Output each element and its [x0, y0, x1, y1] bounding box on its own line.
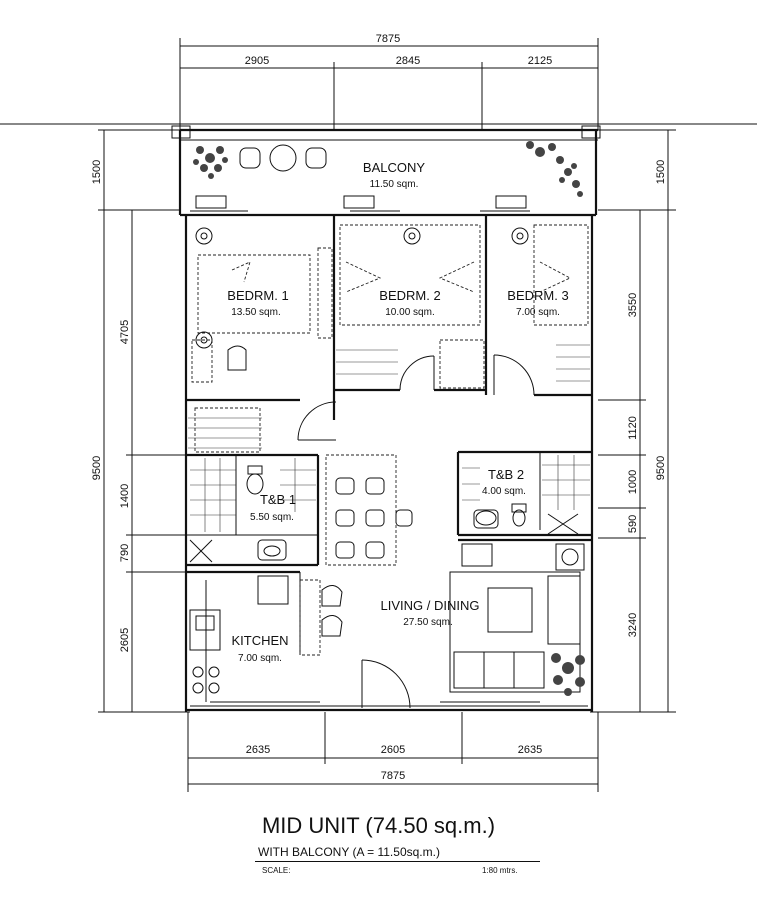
dim-right-living: 3240	[627, 613, 639, 637]
title-underline	[255, 861, 540, 862]
living-dining: LIVING / DINING 27.50 sqm.	[321, 454, 592, 709]
dim-right-total: 9500	[655, 456, 667, 480]
bedroom-3-area: 7.00 sqm.	[516, 307, 560, 318]
wardrobe-bedroom-2	[336, 349, 398, 375]
balcony: BALCONY 11.50 sqm.	[171, 125, 601, 215]
dim-left-upper: 4705	[119, 320, 131, 344]
bedroom-2: BEDRM. 2 10.00 sqm.	[334, 215, 488, 395]
plan-subtitle: WITH BALCONY (A = 11.50sq.m.)	[258, 845, 440, 859]
plant-balcony-right	[526, 141, 583, 197]
dimension-right: 1500 3550 1120 9500 1000 590 3240	[590, 129, 676, 713]
dim-right-hall: 1120	[627, 416, 639, 440]
bedroom-facade	[180, 195, 596, 217]
bedroom-3: BEDRM. 3 7.00 sqm.	[493, 224, 592, 397]
dim-left-total: 9500	[91, 456, 103, 480]
wardrobe-bedroom-3	[556, 344, 590, 382]
tb1-area: 5.50 sqm.	[250, 512, 294, 523]
dimension-bottom: 2635 2605 2635 7875	[187, 712, 599, 792]
dim-bottom-seg-3: 2635	[518, 744, 542, 756]
outer-walls	[184, 215, 594, 712]
living-label: LIVING / DINING	[381, 598, 480, 613]
bedroom-2-area: 10.00 sqm.	[385, 307, 434, 318]
bedroom-3-label: BEDRM. 3	[507, 288, 568, 303]
dim-bottom-total: 7875	[381, 770, 405, 782]
dim-top-total: 7875	[376, 33, 400, 45]
dim-left-bath: 1400	[119, 484, 131, 508]
tb2-area: 4.00 sqm.	[482, 486, 526, 497]
balcony-area: 11.50 sqm.	[370, 179, 419, 190]
scale-label: SCALE:	[262, 866, 291, 875]
dining-set	[325, 454, 413, 566]
plan-title: MID UNIT (74.50 sq.m.)	[261, 813, 496, 838]
kitchen: KITCHEN 7.00 sqm.	[186, 570, 321, 702]
dim-right-bath: 1000	[627, 470, 639, 494]
wardrobe-bedroom-1	[188, 417, 262, 449]
toilet-bath-2: T&B 2 4.00 sqm.	[456, 450, 592, 537]
kitchen-label: KITCHEN	[231, 633, 288, 648]
living-area: 27.50 sqm.	[403, 617, 452, 628]
sofa-set	[449, 543, 585, 693]
dim-bottom-seg-1: 2635	[246, 744, 270, 756]
kitchen-area: 7.00 sqm.	[238, 653, 282, 664]
plant-balcony-left	[193, 146, 228, 179]
tb1-label: T&B 1	[260, 492, 296, 507]
bedroom-1: BEDRM. 1 13.50 sqm.	[186, 215, 336, 453]
scale-value: 1:80 mtrs.	[482, 866, 518, 875]
dimension-left: 1500 4705 9500 1400 790 2605	[91, 129, 300, 713]
balcony-label: BALCONY	[363, 160, 425, 175]
dim-left-kitchen: 2605	[119, 628, 131, 652]
shower-tiles-1	[190, 458, 316, 532]
plant-living	[551, 653, 585, 696]
dim-top-seg-1: 2905	[245, 55, 269, 67]
bedroom-1-area: 13.50 sqm.	[231, 307, 280, 318]
dim-right-upper: 3550	[627, 293, 639, 317]
bedroom-2-label: BEDRM. 2	[379, 288, 440, 303]
toilet-bath-1: T&B 1 5.50 sqm.	[186, 453, 320, 567]
dim-bottom-seg-2: 2605	[381, 744, 405, 756]
bedroom-1-label: BEDRM. 1	[227, 288, 288, 303]
dim-top-seg-2: 2845	[396, 55, 420, 67]
dim-right-balcony: 1500	[655, 160, 667, 184]
floor-plan: 7875 2905 2845 2125 1500 4705 9500 1400 …	[0, 33, 757, 792]
shower-tiles-2	[462, 455, 590, 510]
tb2-label: T&B 2	[488, 467, 524, 482]
dim-top-seg-3: 2125	[528, 55, 552, 67]
dimension-top: 7875 2905 2845 2125	[179, 33, 599, 130]
dim-left-balcony: 1500	[91, 160, 103, 184]
dim-left-sink: 790	[119, 544, 131, 562]
dim-right-niche: 590	[627, 515, 639, 533]
